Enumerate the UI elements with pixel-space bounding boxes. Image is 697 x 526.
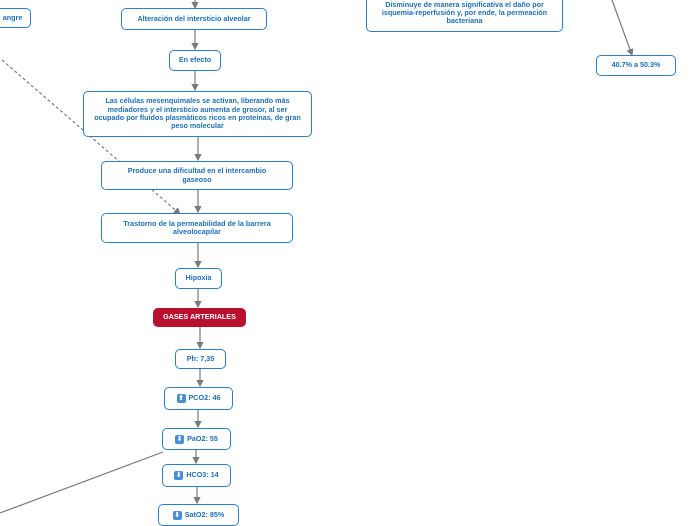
node-label: HCO3: 14 [186, 470, 219, 480]
dificultad-node[interactable]: Produce una dificultad en el intercambio… [101, 161, 293, 190]
sangre-node[interactable]: angre [0, 8, 31, 28]
sato2-node[interactable]: ⬇ SatO2: 85% [158, 504, 239, 526]
alteracion-node[interactable]: Alteración del intersticio alveolar [121, 8, 267, 30]
node-label: PaO2: 55 [187, 433, 218, 443]
node-label: Trastorno de la permeabilidad de la barr… [123, 218, 271, 236]
node-label: PCO2: 46 [188, 393, 221, 403]
trastorno-node[interactable]: Trastorno de la permeabilidad de la barr… [101, 213, 293, 243]
connector [0, 451, 164, 514]
hco3-node[interactable]: ⬇ HCO3: 14 [162, 464, 231, 487]
node-label: Las células mesenquimales se activan, li… [94, 96, 301, 131]
dashed-connector [1, 59, 181, 215]
celulas-node[interactable]: Las células mesenquimales se activan, li… [83, 91, 312, 137]
node-label: Ph: 7,35 [186, 353, 215, 363]
node-label: SatO2: 85% [184, 509, 225, 519]
disminuye-node[interactable]: Disminuye de manera significativa el dañ… [366, 0, 563, 32]
node-label: Alteración del intersticio alveolar [137, 13, 251, 23]
arrow-down-icon: ⬇ [174, 471, 184, 480]
gases-arteriales-node[interactable]: GASES ARTERIALES [153, 308, 246, 327]
pao2-node[interactable]: ⬇ PaO2: 55 [162, 428, 231, 450]
node-label: Produce una dificultad en el intercambio… [127, 166, 267, 184]
node-label: Disminuye de manera significativa el dañ… [381, 0, 548, 26]
arrow-down-icon: ⬇ [175, 434, 185, 444]
node-label: Hipoxia [185, 273, 212, 283]
arrow-down-icon: ⬇ [172, 510, 182, 520]
porcentaje-node[interactable]: 40.7% a 50.3% [596, 55, 676, 76]
en-efecto-node[interactable]: En efecto [169, 50, 221, 71]
node-label: En efecto [178, 55, 212, 65]
node-label: angre [2, 12, 23, 22]
arrow-up-icon: ⬆ [176, 394, 186, 403]
connector [611, 0, 634, 57]
node-label: GASES ARTERIALES [163, 312, 236, 322]
hipoxia-node[interactable]: Hipoxia [175, 268, 222, 289]
ph-node[interactable]: Ph: 7,35 [175, 349, 226, 369]
pco2-node[interactable]: ⬆ PCO2: 46 [164, 387, 233, 410]
node-label: 40.7% a 50.3% [611, 60, 661, 70]
